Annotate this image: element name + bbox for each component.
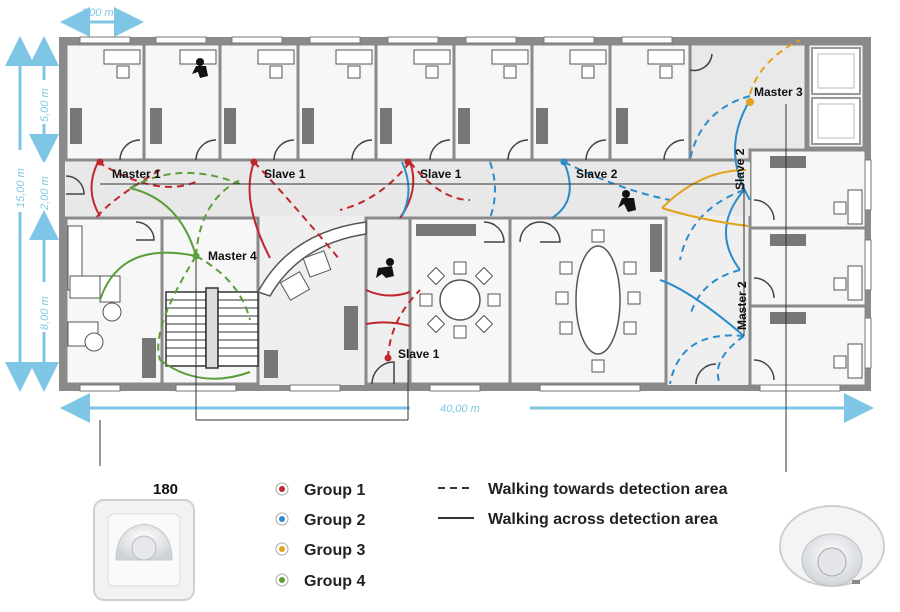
sensor-label-slave-1c: Slave 1: [398, 347, 440, 361]
svg-text:Group 1: Group 1: [304, 482, 365, 499]
dim-height-corridor: 2,00 m: [39, 176, 51, 211]
sensor-label-master-1: Master 1: [112, 167, 161, 181]
top-office-furniture: [70, 47, 861, 161]
dim-width-top: 4,00 m: [80, 7, 114, 19]
group-1-zones: [90, 161, 471, 359]
legend: Group 1 Group 2 Group 3 Group 4 Walking …: [275, 481, 728, 590]
conference-room: [519, 221, 662, 373]
dim-height-top: 5,00 m: [39, 88, 51, 122]
person-icon: [192, 58, 208, 78]
right-offices: [748, 148, 868, 388]
svg-text:Walking across detection area: Walking across detection area: [488, 511, 718, 528]
sensor-dot: [96, 158, 104, 166]
dim-height-bottom: 8,00 m: [39, 296, 51, 330]
left-room-furniture: [67, 221, 156, 378]
svg-text:Group 2: Group 2: [304, 512, 365, 529]
windows: [79, 36, 872, 392]
legend-group-3: Group 3: [275, 542, 365, 559]
group-3-zones: [661, 39, 801, 227]
detection-zones: [90, 39, 801, 385]
round-meeting-room: [416, 221, 505, 339]
legend-dashed-line: Walking towards detection area: [438, 481, 728, 498]
staircase: [165, 287, 259, 369]
legend-group-2: Group 2: [275, 512, 365, 529]
sensor-dot: [560, 158, 568, 166]
sensor-label-slave-2-vertical: Slave 2: [733, 148, 747, 190]
sensors: Master 1 Slave 1 Slave 1 Slave 2 Master …: [96, 85, 803, 362]
sensor-label-master-4: Master 4: [208, 249, 257, 263]
sensor-dot: [250, 158, 258, 166]
svg-text:Group 3: Group 3: [304, 542, 365, 559]
dimension-lines: 4,00 m 15,00 m 5,00 m 2,00 m 8,00 m 40,0…: [5, 7, 874, 423]
sensor-dot: [384, 354, 392, 362]
product-model-label: 180: [153, 481, 178, 498]
sensor-label-slave-1: Slave 1: [264, 167, 306, 181]
wiring: [99, 104, 787, 472]
person-icon: [618, 190, 636, 212]
sensor-dot: [746, 98, 754, 106]
sensor-label-master-3: Master 3: [754, 85, 803, 99]
building: [59, 36, 872, 392]
right-office-furniture: [695, 156, 863, 385]
group-4-zones: [99, 171, 251, 380]
sensor-label-slave-2: Slave 2: [576, 167, 618, 181]
reception-area: [256, 221, 395, 385]
dim-height-total: 15,00 m: [15, 168, 27, 208]
sensor-dot: [192, 252, 200, 260]
sensor-dot: [404, 158, 412, 166]
legend-solid-line: Walking across detection area: [438, 511, 718, 528]
svg-text:Walking towards detection area: Walking towards detection area: [488, 481, 728, 498]
sensor-label-master-2: Master 2: [735, 281, 749, 330]
dim-length-total: 40,00 m: [440, 403, 480, 415]
product-wall-sensor: 180: [93, 481, 195, 601]
person-icon: [376, 258, 394, 278]
legend-group-1: Group 1: [275, 482, 365, 499]
product-ceiling-sensor: [779, 505, 885, 587]
person-icons: [192, 58, 636, 278]
sensor-label-slave-1b: Slave 1: [420, 167, 462, 181]
svg-text:Group 4: Group 4: [304, 573, 365, 590]
legend-group-4: Group 4: [275, 573, 365, 590]
